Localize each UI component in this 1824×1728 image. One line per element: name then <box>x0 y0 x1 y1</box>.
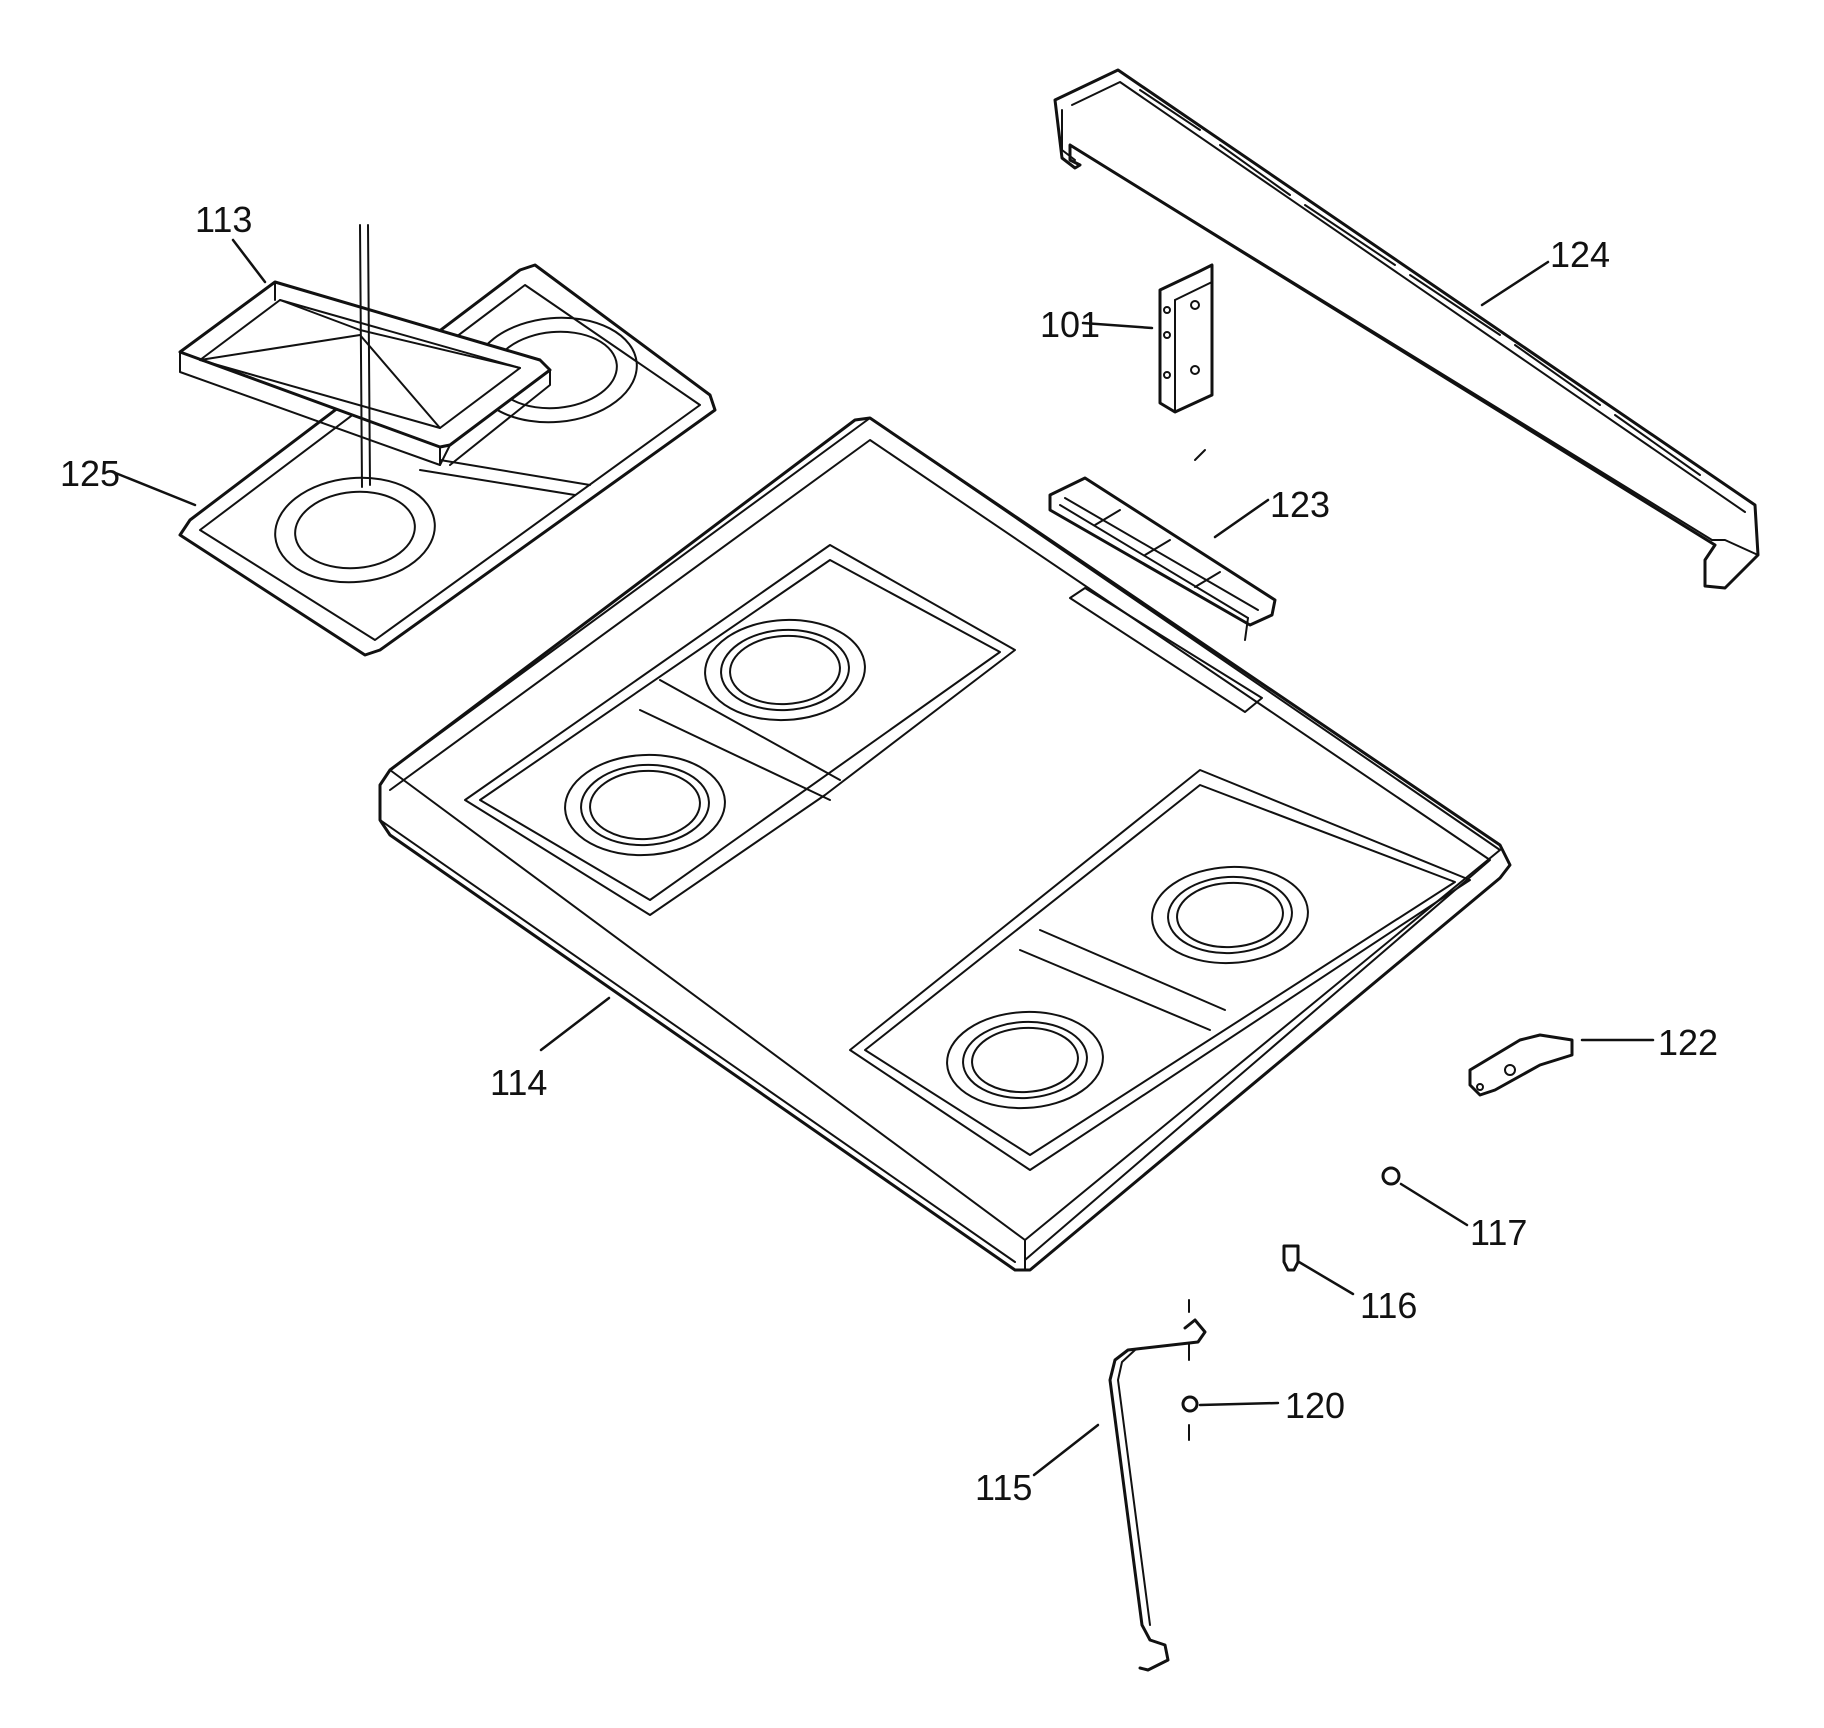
leader-120 <box>1198 1401 1280 1407</box>
leader-116 <box>1297 1260 1355 1296</box>
leader-117 <box>1399 1182 1469 1227</box>
callout-122: 122 <box>1658 1022 1718 1063</box>
leader-113 <box>231 238 267 284</box>
callout-125: 125 <box>60 453 120 494</box>
callout-113: 113 <box>195 199 252 240</box>
callout-117: 117 <box>1470 1212 1527 1253</box>
callout-124: 124 <box>1550 234 1610 275</box>
part-123-vent-grille <box>1048 476 1277 641</box>
callout-115: 115 <box>975 1467 1032 1508</box>
part-101-bracket <box>1158 263 1214 461</box>
callouts: 113 125 101 124 123 114 122 117 116 120 … <box>60 199 1718 1508</box>
callout-123: 123 <box>1270 484 1330 525</box>
callout-120: 120 <box>1285 1385 1345 1426</box>
leader-124 <box>1480 260 1550 307</box>
leader-101 <box>1081 321 1154 330</box>
part-114-cooktop <box>378 416 1512 1272</box>
leader-115 <box>1032 1423 1100 1477</box>
part-122-clip <box>1468 1033 1574 1097</box>
part-113-grate <box>178 224 552 488</box>
leader-125 <box>111 470 197 507</box>
part-116-screw <box>1282 1244 1300 1272</box>
callout-116: 116 <box>1360 1285 1417 1326</box>
part-120-screw <box>1181 1299 1199 1441</box>
leader-114 <box>539 996 611 1052</box>
callout-101: 101 <box>1040 304 1100 345</box>
part-117-screw <box>1381 1166 1401 1186</box>
part-115-support-rod <box>1108 1318 1207 1672</box>
leader-123 <box>1213 498 1270 539</box>
leader-lines <box>111 238 1655 1477</box>
callout-114: 114 <box>490 1062 547 1103</box>
part-124-trim-bar <box>1053 68 1760 590</box>
